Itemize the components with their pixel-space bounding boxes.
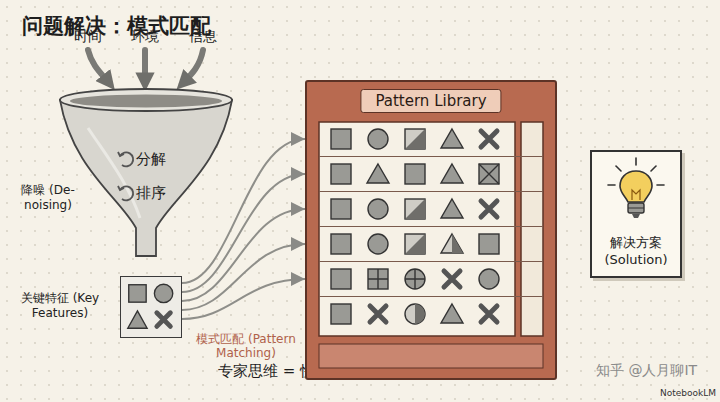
matching-arrow xyxy=(182,279,305,319)
pattern-library-frame: Pattern Library xyxy=(305,80,557,380)
matching-arrow xyxy=(182,209,305,301)
input-label: 环境 xyxy=(131,28,159,46)
watermark: 知乎 @人月聊IT xyxy=(596,362,697,380)
step-label: 分解 xyxy=(136,150,166,169)
key-shapes xyxy=(121,277,181,337)
input-arrows xyxy=(88,50,203,84)
matching-arrow xyxy=(182,244,305,310)
key-features-box: 关键特征 (Key Features) xyxy=(120,276,182,338)
node-label: 解决方案 (Solution) xyxy=(592,234,680,268)
node-heading: 关键特征 (Key Features) xyxy=(9,291,111,321)
cycle-icons xyxy=(118,152,133,200)
step-label: 排序 xyxy=(136,184,166,203)
funnel-node: 降噪 (De-noising)分解排序 xyxy=(58,88,236,260)
diagram-title: 问题解决：模式匹配 xyxy=(22,12,211,40)
library-title: Pattern Library xyxy=(360,89,501,113)
input-label: 时间 xyxy=(74,28,102,46)
pattern-grid xyxy=(307,82,555,378)
node-heading: 降噪 (De-noising) xyxy=(8,183,88,213)
lightbulb-icon xyxy=(592,152,680,236)
watermark: NotebookLM xyxy=(660,388,716,398)
input-label: 信息 xyxy=(189,28,217,46)
matching-label: 模式匹配 (Pattern Matching) xyxy=(190,332,302,360)
solution-box: 解决方案 (Solution) xyxy=(590,150,682,278)
funnel-illustration xyxy=(58,88,236,260)
